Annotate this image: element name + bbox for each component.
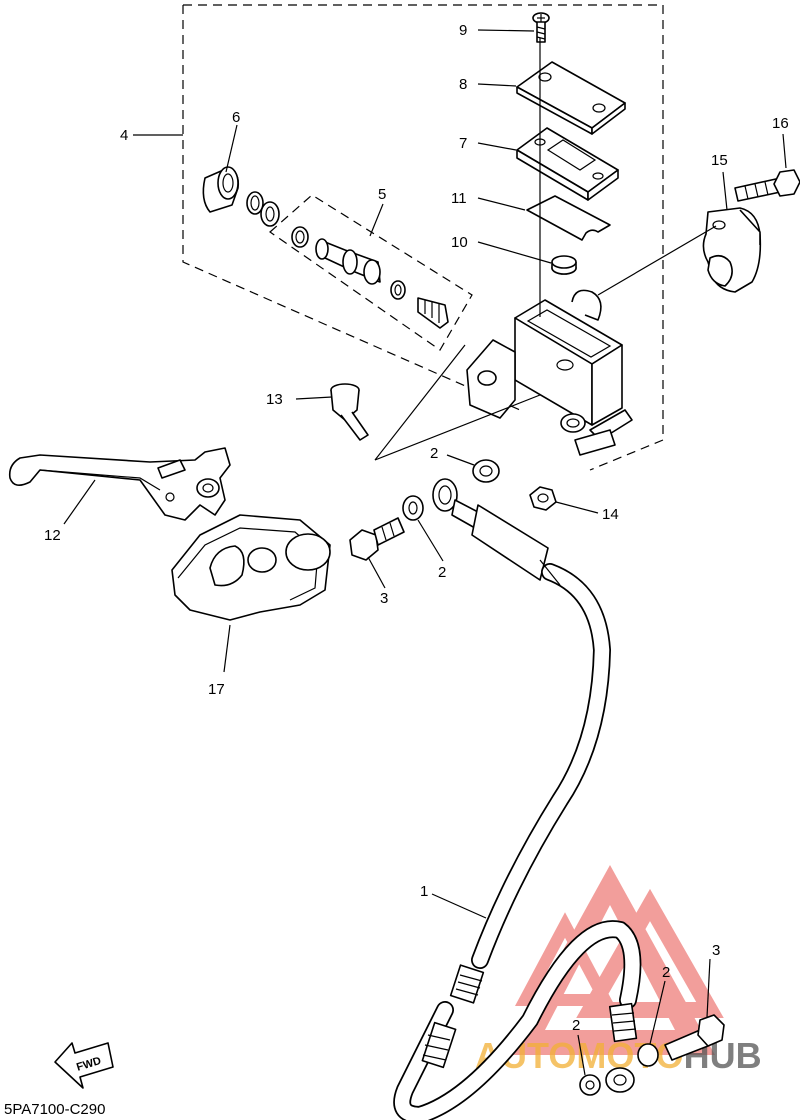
callout-15: 15 <box>711 152 728 169</box>
callout-16: 16 <box>772 115 789 132</box>
callout-3: 3 <box>380 590 388 607</box>
part-13-lever-pivot-bolt <box>330 383 369 441</box>
watermark-logo <box>505 865 724 1055</box>
part-7-diaphragm-holder <box>516 127 619 201</box>
callout-2: 2 <box>430 445 438 462</box>
part-12-brake-lever <box>8 447 231 521</box>
part-2-copper-washer <box>472 459 500 483</box>
callout-9: 9 <box>459 22 467 39</box>
part-1-brake-hose <box>393 478 725 1120</box>
kit-5-boundary <box>269 194 473 351</box>
part-14-nut <box>529 486 557 511</box>
callout-7: 7 <box>459 135 467 152</box>
callout-2: 2 <box>572 1017 580 1034</box>
part-17-lever-guard <box>171 514 331 621</box>
washer <box>260 201 280 227</box>
callout-3: 3 <box>712 942 720 959</box>
callout-17: 17 <box>208 681 225 698</box>
diagram-code: 5PA7100-C290 <box>4 1101 105 1118</box>
callout-1: 1 <box>420 883 428 900</box>
part-15-clamp <box>702 207 762 293</box>
callout-labels: 1 2 2 2 2 3 3 4 5 6 7 8 9 10 11 12 13 14… <box>44 22 789 1034</box>
callout-11: 11 <box>451 190 467 207</box>
callout-13: 13 <box>266 391 283 408</box>
master-cylinder-body <box>466 289 633 456</box>
callout-6: 6 <box>232 109 240 126</box>
part-8-reservoir-cap <box>516 61 626 135</box>
fwd-arrow-icon: FWD <box>54 1042 114 1089</box>
callout-10: 10 <box>451 234 468 251</box>
part-9-screw <box>532 12 550 43</box>
callout-12: 12 <box>44 527 61 544</box>
leader-lines <box>63 29 787 1076</box>
circlip <box>246 191 264 215</box>
part-16-clamp-bolt <box>734 169 800 202</box>
callout-4: 4 <box>120 127 128 144</box>
callout-2: 2 <box>438 564 446 581</box>
part-2-copper-washer <box>402 495 424 521</box>
assembly-4-boundary <box>182 4 664 471</box>
part-11-plate <box>526 195 611 241</box>
part-5-piston-kit <box>291 226 449 329</box>
part-10-float <box>551 255 577 275</box>
callout-5: 5 <box>378 186 386 203</box>
callout-8: 8 <box>459 76 467 93</box>
callout-14: 14 <box>602 506 619 523</box>
callout-2: 2 <box>662 964 670 981</box>
part-6-dust-boot <box>202 166 240 213</box>
part-3-banjo-bolt <box>349 517 405 561</box>
